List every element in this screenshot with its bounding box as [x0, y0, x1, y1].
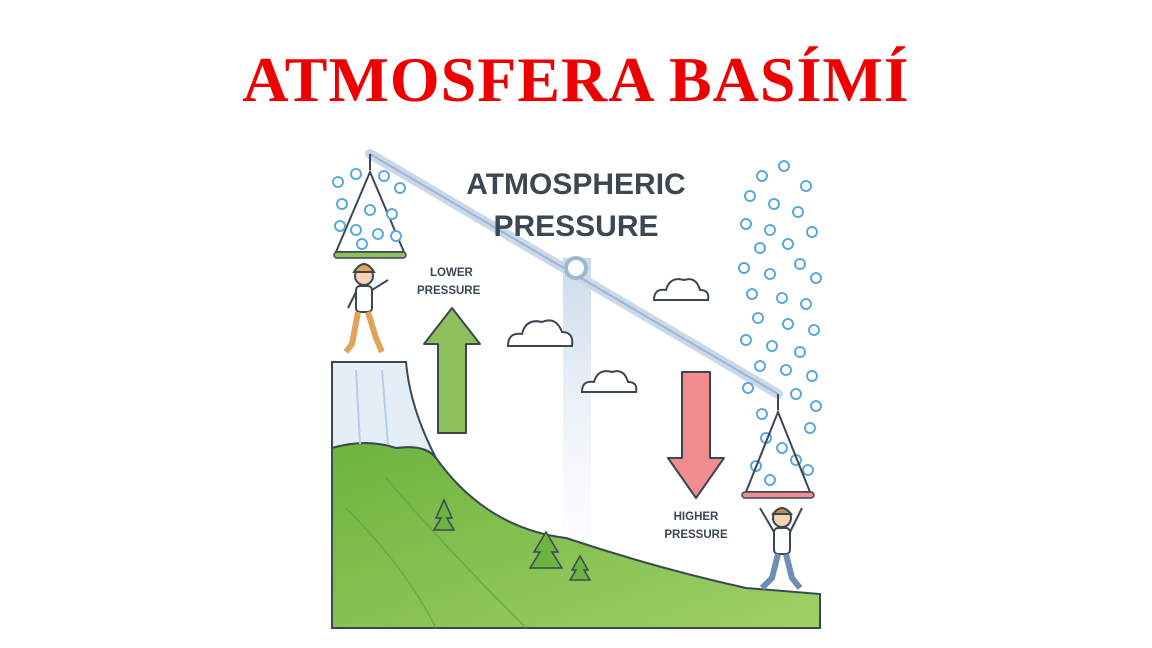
lower-pressure-label-line1: LOWER [430, 267, 473, 279]
low-pressure-molecules [332, 168, 406, 250]
illustration-title-line2: PRESSURE [493, 210, 658, 243]
lower-pressure-label-line2: PRESSURE [417, 285, 481, 297]
left-scale-pan [333, 154, 407, 259]
illustration-title-line1: ATMOSPHERIC [466, 168, 685, 201]
up-arrow-icon [423, 307, 481, 434]
higher-pressure-label-line2: PRESSURE [664, 529, 728, 541]
person-high-pressure [759, 507, 803, 591]
high-pressure-molecules [738, 160, 822, 486]
person-low-pressure [343, 263, 389, 354]
beam-pivot [564, 256, 588, 280]
higher-pressure-label-line1: HIGHER [674, 511, 719, 523]
snowy-cliff [331, 361, 437, 459]
right-scale-pan [741, 394, 815, 499]
slide-title: ATMOSFERA BASÍMÍ [242, 44, 910, 115]
cloud-icon [580, 370, 638, 393]
cloud-icon [506, 319, 574, 347]
pine-tree-icon [568, 554, 592, 581]
pine-tree-icon [528, 530, 564, 569]
cloud-icon [652, 278, 710, 301]
pine-tree-icon [432, 498, 456, 531]
atmospheric-pressure-illustration: ATMOSPHERIC PRESSURE LOWER PRESSURE HIGH… [331, 149, 822, 629]
down-arrow-icon [667, 371, 725, 499]
